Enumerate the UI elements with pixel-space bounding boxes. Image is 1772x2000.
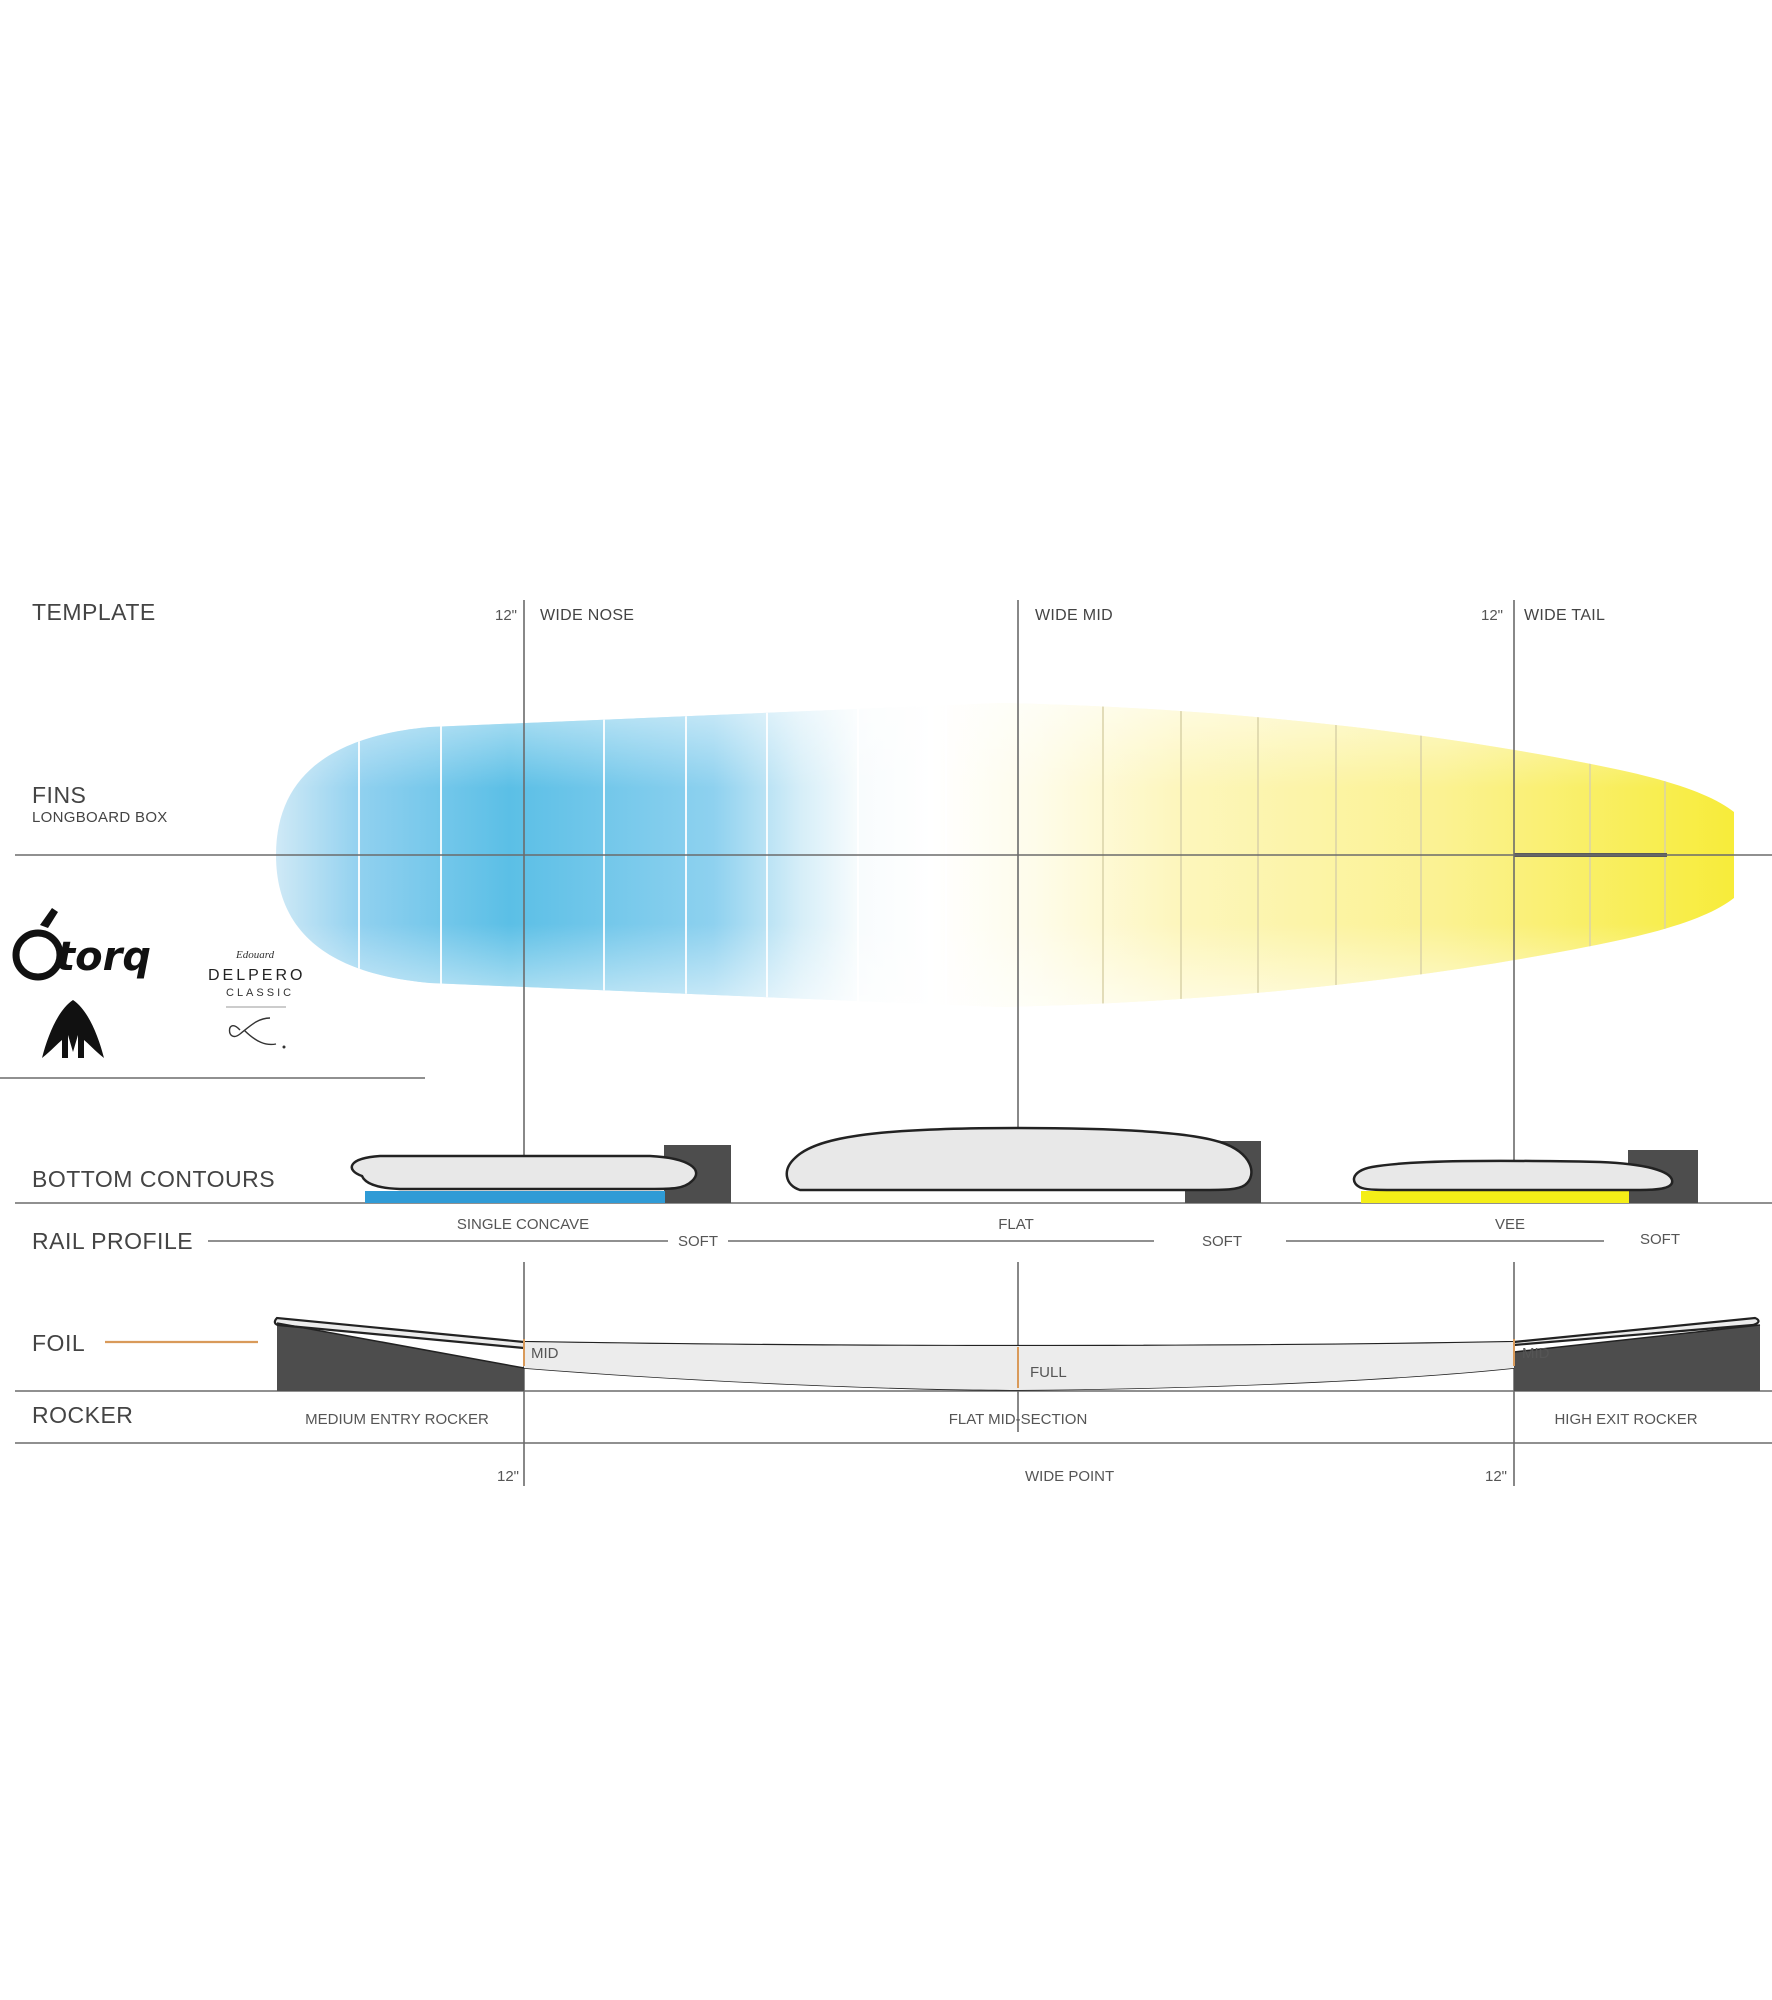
torq-logo: torq <box>12 908 151 981</box>
foil-tail-label: MID <box>1522 1345 1550 1362</box>
manta-logo <box>42 1000 104 1058</box>
exit-rocker-wedge <box>1514 1325 1760 1391</box>
rail-tail-label: SOFT <box>1640 1231 1680 1248</box>
label-fins: FINS <box>32 782 86 808</box>
contour-nose-shape <box>350 1154 698 1191</box>
template-marker-labels: 12" WIDE NOSE WIDE MID 12" WIDE TAIL <box>495 607 1605 624</box>
delpero-classic: CLASSIC <box>226 987 294 999</box>
torq-logo-text: torq <box>56 934 151 980</box>
foil-labels: MID FULL MID <box>531 1345 1550 1381</box>
wide-nose-label: WIDE NOSE <box>540 607 634 624</box>
rail-nose-label: SOFT <box>678 1233 718 1250</box>
bottom-nose-measure: 12" <box>497 1468 519 1485</box>
delpero-name: DELPERO <box>208 967 305 984</box>
delpero-signature: Edouard <box>235 949 275 961</box>
rail-mid-label: SOFT <box>1202 1233 1242 1250</box>
label-template: TEMPLATE <box>32 599 156 625</box>
delpero-logo: Edouard DELPERO CLASSIC <box>208 949 305 1049</box>
label-foil: FOIL <box>32 1330 85 1356</box>
foil-mid-label: FULL <box>1030 1364 1067 1381</box>
contour-mid-label: FLAT <box>998 1216 1034 1233</box>
contour-nose-label: SINGLE CONCAVE <box>457 1216 589 1233</box>
rocker-mid-label: FLAT MID-SECTION <box>949 1411 1088 1428</box>
bottom-tail-measure: 12" <box>1485 1468 1507 1485</box>
rocker-entry-label: MEDIUM ENTRY ROCKER <box>305 1411 489 1428</box>
bottom-contour-shapes <box>350 1126 1698 1203</box>
nose-measure: 12" <box>495 607 517 624</box>
contour-mid-shape <box>785 1126 1253 1192</box>
wide-mid-label: WIDE MID <box>1035 607 1113 624</box>
bottom-contour-labels: SINGLE CONCAVE FLAT VEE <box>457 1216 1525 1233</box>
section-labels: TEMPLATE FINS LONGBOARD BOX BOTTOM CONTO… <box>32 599 275 1428</box>
entry-rocker-wedge <box>277 1323 524 1391</box>
vee-bar <box>1361 1191 1629 1203</box>
label-bottom-contours: BOTTOM CONTOURS <box>32 1166 275 1192</box>
concave-bar <box>365 1191 665 1203</box>
wide-point-label: WIDE POINT <box>1025 1468 1114 1485</box>
label-rocker: ROCKER <box>32 1402 133 1428</box>
wide-tail-label: WIDE TAIL <box>1524 607 1605 624</box>
contour-tail-shape <box>1352 1159 1674 1192</box>
rocker-labels: MEDIUM ENTRY ROCKER FLAT MID-SECTION HIG… <box>305 1411 1698 1428</box>
infinity-mark-icon <box>228 1017 277 1046</box>
label-fins-sub: LONGBOARD BOX <box>32 809 168 826</box>
rail-profile-labels: SOFT SOFT SOFT <box>678 1231 1680 1250</box>
rocker-exit-label: HIGH EXIT ROCKER <box>1554 1411 1697 1428</box>
label-rail-profile: RAIL PROFILE <box>32 1228 193 1254</box>
bottom-marker-labels: 12" WIDE POINT 12" <box>497 1468 1507 1485</box>
tail-measure: 12" <box>1481 607 1503 624</box>
contour-tail-label: VEE <box>1495 1216 1525 1233</box>
foil-rocker-shapes <box>105 1316 1761 1391</box>
foil-nose-label: MID <box>531 1345 559 1362</box>
